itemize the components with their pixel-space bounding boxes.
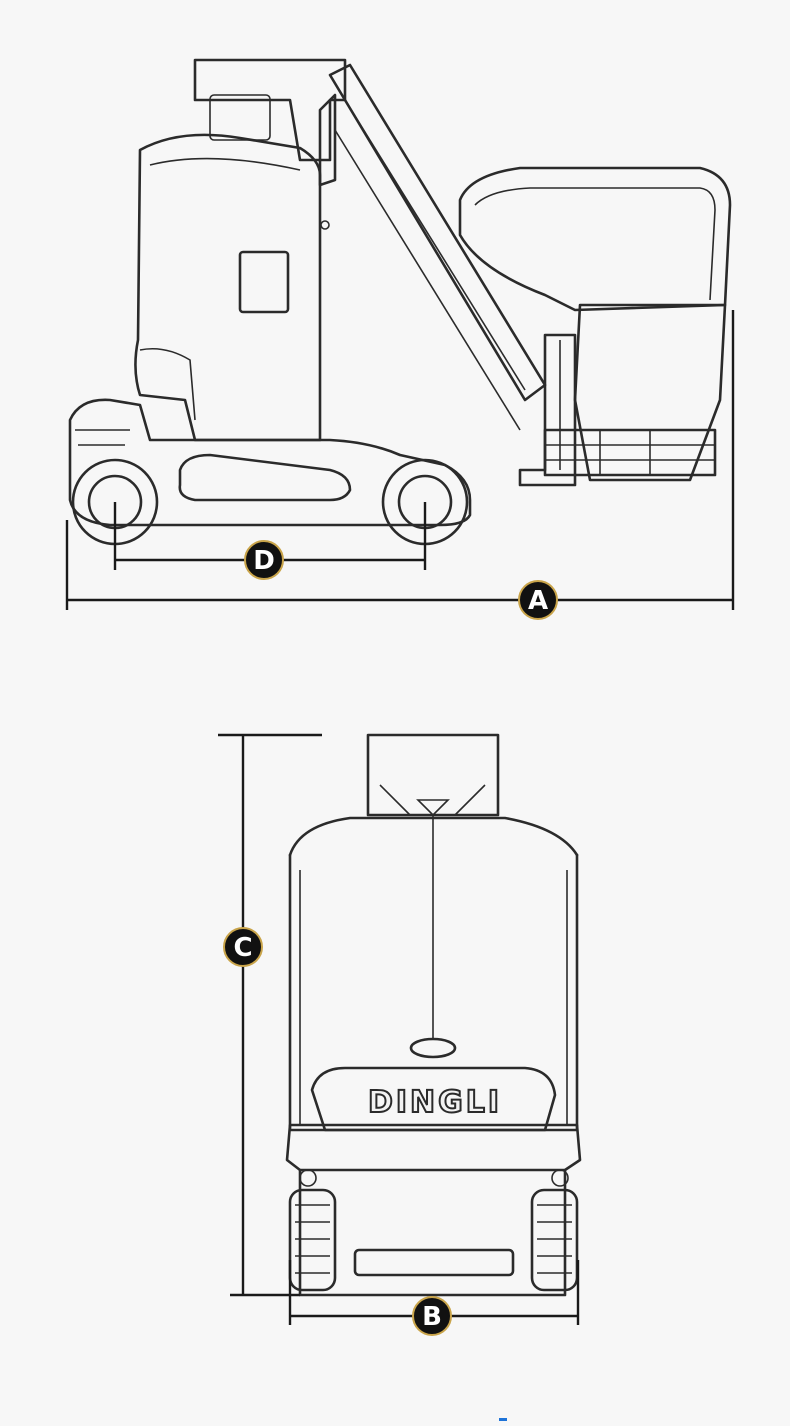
dimension-a-line	[65, 310, 735, 610]
right-tire	[530, 1169, 579, 1292]
rear-view-drawing	[285, 733, 582, 1297]
left-tire	[288, 1169, 337, 1292]
blue-marker	[499, 1418, 507, 1421]
svg-text:C: C	[233, 933, 252, 963]
svg-text:A: A	[528, 586, 548, 616]
dimension-label-c: C	[223, 927, 263, 967]
dimension-label-d: D	[244, 540, 284, 580]
svg-text:D: D	[253, 546, 275, 576]
brand-logo: DINGLI	[368, 1085, 502, 1120]
dimension-c-line	[218, 733, 322, 1297]
svg-text:B: B	[422, 1302, 442, 1332]
dimension-label-a: A	[518, 580, 558, 620]
dimension-label-b: B	[412, 1296, 452, 1336]
side-view-drawing	[68, 58, 732, 546]
